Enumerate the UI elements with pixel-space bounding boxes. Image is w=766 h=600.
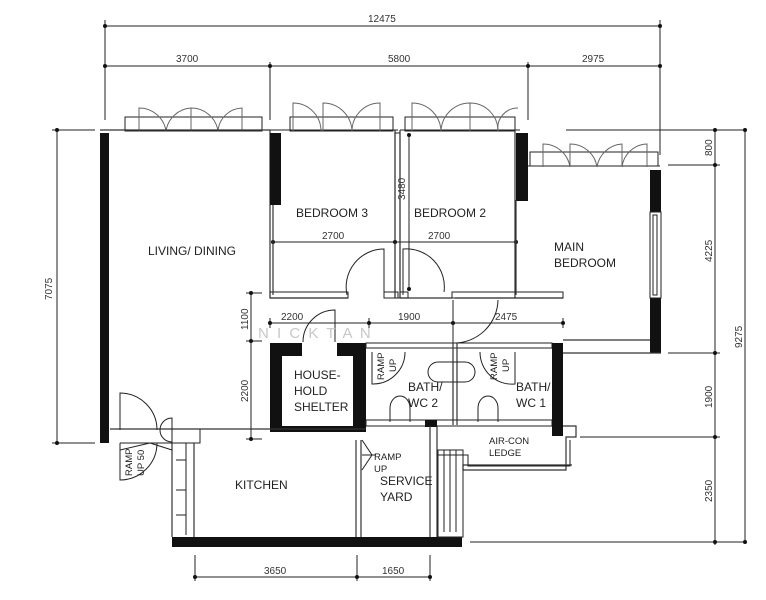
dim-right-main: 4225 [704, 239, 715, 262]
room-bath-wc2-label-2: WC 2 [408, 396, 438, 410]
ramp-yard-label-1: RAMP [374, 452, 401, 463]
dim-corridor-left: 2200 [281, 312, 304, 323]
dim-bottom-kitchen: 3650 [264, 566, 287, 577]
dim-left-corridor: 1100 [240, 308, 251, 330]
room-bath-wc1-label-2: WC 1 [516, 396, 546, 410]
ramp-wc1-label-2: UP [501, 359, 512, 372]
room-aircon-label-1: AIR-CON [489, 436, 529, 447]
room-main-bedroom-label-2: BEDROOM [554, 256, 616, 270]
dim-bedroom2-width: 2700 [428, 231, 451, 242]
room-shelter-label-2: HOLD [294, 384, 328, 398]
room-bedroom2-label: BEDROOM 2 [414, 206, 486, 220]
ramp-wc2-label-1: RAMP [376, 353, 387, 380]
room-service-yard-label-1: SERVICE [380, 474, 432, 488]
room-bedroom3-label: BEDROOM 3 [296, 206, 368, 220]
walls [100, 129, 662, 547]
dim-right-bath: 1900 [704, 385, 715, 408]
dim-top-bedrooms: 5800 [388, 54, 411, 65]
dim-left-shelter: 2200 [240, 379, 251, 402]
dim-left-overall: 7075 [44, 277, 55, 300]
dim-top-overall: 12475 [368, 14, 396, 25]
doors [119, 248, 516, 481]
room-shelter-label-1: HOUSE- [294, 368, 341, 382]
dimension-labels: 12475 3700 5800 2975 2700 2700 3480 2200… [44, 14, 745, 577]
room-main-bedroom-label-1: MAIN [554, 240, 584, 254]
dim-bedroom-depth: 3480 [397, 177, 408, 200]
dim-bottom-yard: 1650 [382, 566, 405, 577]
ramp-annotations: RAMP UP 50 RAMP UP RAMP UP RAMP UP [124, 353, 512, 476]
dim-right-overall: 9275 [734, 325, 745, 348]
room-living-dining-label: LIVING/ DINING [148, 244, 236, 258]
windows-top [100, 102, 660, 168]
dim-top-living: 3700 [176, 54, 199, 65]
dim-top-main: 2975 [582, 54, 605, 65]
ramp-entrance-label-1: RAMP [124, 449, 135, 476]
ramp-wc1-label-1: RAMP [489, 353, 500, 380]
room-aircon-label-2: LEDGE [489, 448, 521, 459]
watermark: N I C K T A N [258, 325, 373, 342]
dim-bedroom3-width: 2700 [322, 231, 345, 242]
dim-corridor-mid: 1900 [398, 312, 421, 323]
room-labels: LIVING/ DINING BEDROOM 3 BEDROOM 2 MAIN … [148, 206, 616, 504]
room-bath-wc1-label-1: BATH/ [516, 380, 551, 394]
dim-corridor-right: 2475 [495, 312, 518, 323]
dimension-lines [52, 20, 747, 581]
ramp-wc2-label-2: UP [388, 359, 399, 372]
ramp-entrance-label-2: UP 50 [136, 450, 147, 476]
room-shelter-label-3: SHELTER [294, 400, 349, 414]
dim-right-top: 800 [704, 139, 715, 156]
ramp-yard-label-2: UP [374, 464, 387, 475]
room-kitchen-label: KITCHEN [235, 478, 288, 492]
room-service-yard-label-2: YARD [380, 490, 413, 504]
dim-right-kitchen: 2350 [704, 479, 715, 502]
room-bath-wc2-label-1: BATH/ [408, 380, 443, 394]
